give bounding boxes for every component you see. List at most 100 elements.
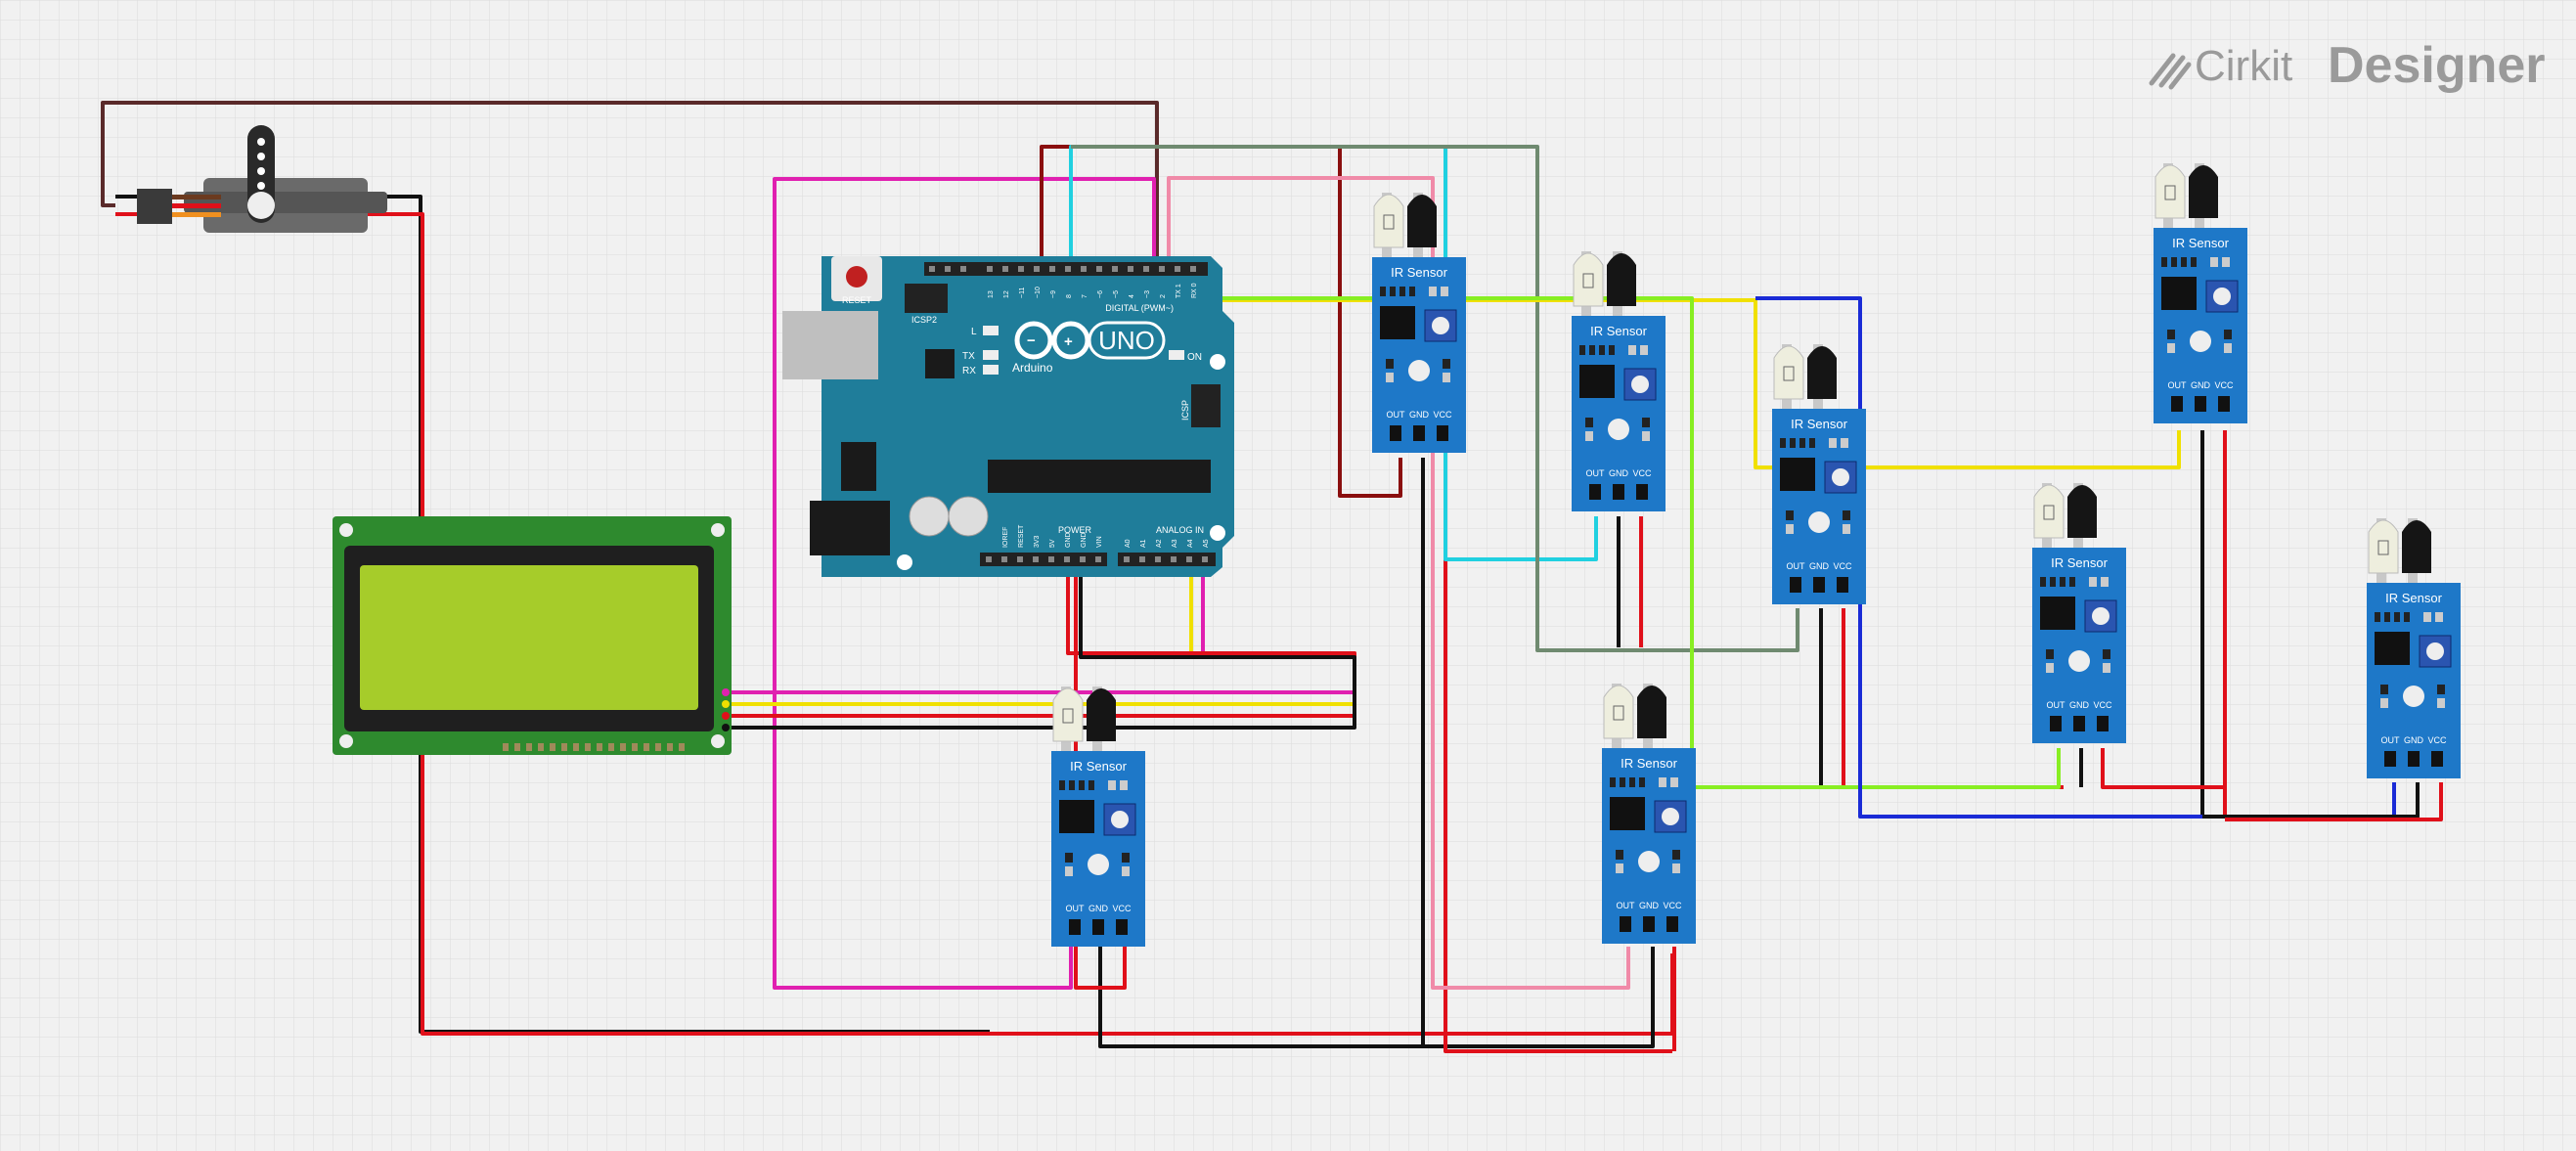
header-pin[interactable] [1064,556,1070,562]
pin-out[interactable] [2384,751,2396,767]
pin-gnd[interactable] [2073,716,2085,731]
pin-out[interactable] [1790,577,1801,593]
pin-label-gnd: GND [1609,468,1629,478]
pin-out[interactable] [2050,716,2062,731]
wire-lcd-gnd-black[interactable] [724,559,1356,730]
wire-ir4-out-graygreen[interactable] [1071,145,1799,652]
header-pin[interactable] [1128,266,1133,272]
header-pin[interactable] [1033,556,1039,562]
wire-servo-brown[interactable] [101,101,1159,264]
wire-ir7-gnd-black[interactable] [2202,782,2420,819]
potentiometer-knob[interactable] [1832,468,1849,486]
header-pin[interactable] [1112,266,1118,272]
pin-label: A2 [1156,539,1163,548]
potentiometer-knob[interactable] [1662,808,1679,825]
header-pin[interactable] [1001,556,1007,562]
pin-vcc[interactable] [2431,751,2443,767]
header-pin[interactable] [1186,556,1192,562]
potentiometer-knob[interactable] [2213,288,2231,305]
pin-gnd[interactable] [1813,577,1825,593]
wire-ir6-vcc-red[interactable] [2101,748,2225,789]
potentiometer-knob[interactable] [1631,376,1649,393]
atmega-chip [988,460,1211,493]
potentiometer-knob[interactable] [2092,607,2110,625]
wire-ir1-out-magenta[interactable] [773,177,1156,990]
pin-out[interactable] [2171,396,2183,412]
header-pin[interactable] [1096,266,1102,272]
header-pin[interactable] [929,266,935,272]
header-pin[interactable] [1065,266,1071,272]
header-pin[interactable] [1081,266,1087,272]
pin-out[interactable] [1390,425,1401,441]
pin-vcc[interactable] [2218,396,2230,412]
smd-component [2181,257,2187,267]
servo-motor[interactable] [137,125,387,233]
reset-button[interactable] [846,266,867,288]
arduino-uno-board[interactable]: RESET ICSP2 ICSP L TX RX ON − + UNO Ardu… [782,256,1234,577]
wire-ir7-vcc-red[interactable] [2225,782,2443,821]
pin-gnd[interactable] [1613,484,1624,500]
header-pin[interactable] [1159,266,1165,272]
lcd-display[interactable] [333,516,732,755]
header-pin[interactable] [1171,556,1177,562]
header-pin[interactable] [960,266,966,272]
header-pin[interactable] [1095,556,1101,562]
pin-out[interactable] [1620,916,1631,932]
wire-ir2-out-maroon[interactable] [1040,145,1402,498]
pin-vcc[interactable] [2097,716,2109,731]
lcd-i2c-pins[interactable] [722,688,730,731]
header-pin[interactable] [1017,556,1023,562]
potentiometer-knob[interactable] [2426,642,2444,660]
pin-gnd[interactable] [2408,751,2420,767]
header-pin[interactable] [1002,266,1008,272]
header-pin[interactable] [1202,556,1208,562]
pin-out[interactable] [1069,919,1081,935]
pin-vcc[interactable] [1437,425,1448,441]
pin-gnd[interactable] [1413,425,1425,441]
wire-ir2-vcc-red[interactable] [1443,458,1672,1053]
pin-out[interactable] [1589,484,1601,500]
wire-lcd-vcc-red[interactable] [724,559,1356,718]
header-pin[interactable] [987,266,993,272]
header-pin[interactable] [1155,556,1161,562]
header-pin[interactable] [1124,556,1130,562]
ir-receiver-led [1637,686,1666,738]
sensor-title: IR Sensor [1791,417,1847,431]
wire-ir8-out-pink[interactable] [1167,176,1630,990]
potentiometer-knob[interactable] [1432,317,1449,334]
pin-vcc[interactable] [1636,484,1648,500]
header-pin[interactable] [1190,266,1196,272]
pin-gnd[interactable] [1092,919,1104,935]
header-pin[interactable] [1175,266,1180,272]
header-pin[interactable] [1049,266,1055,272]
header-pin[interactable] [1018,266,1024,272]
header-pin[interactable] [1080,556,1086,562]
header-pin[interactable] [1034,266,1040,272]
header-pin[interactable] [1048,556,1054,562]
wire-ir7-out-blue[interactable] [1755,296,2396,819]
potentiometer-knob[interactable] [1111,811,1129,828]
pin-vcc[interactable] [1116,919,1128,935]
header-pin[interactable] [945,266,951,272]
header-pin[interactable] [1139,556,1145,562]
pin-gnd[interactable] [1643,916,1655,932]
pin-vcc[interactable] [1837,577,1848,593]
header-pin[interactable] [1143,266,1149,272]
pin-gnd[interactable] [2195,396,2206,412]
header-pin[interactable] [986,556,992,562]
potentiometer[interactable] [1424,309,1457,342]
pin-vcc[interactable] [1666,916,1678,932]
arduino-brand-text: Arduino [1012,361,1053,375]
